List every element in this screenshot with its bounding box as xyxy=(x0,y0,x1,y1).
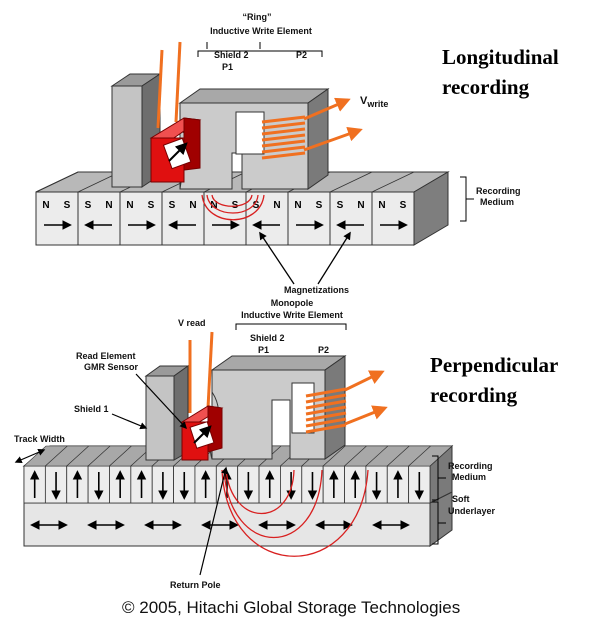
track-width-label: Track Width xyxy=(14,434,65,444)
write-field-lines-top xyxy=(201,194,265,221)
recording-medium-label-top-1: Recording xyxy=(476,186,521,196)
longitudinal-title-1: Longitudinal xyxy=(442,45,559,69)
cell-pole-left: N xyxy=(210,200,217,211)
cell-pole-left: S xyxy=(337,200,344,211)
cell-pole-right: S xyxy=(64,200,71,211)
cell-pole-left: S xyxy=(169,200,176,211)
shield1-plate xyxy=(144,365,190,461)
soft-underlayer-label-1: Soft xyxy=(452,494,470,504)
v-write-sub: write xyxy=(367,99,389,110)
p2-label-top: P2 xyxy=(296,50,308,60)
monopole-label-1: Monopole xyxy=(270,298,314,308)
perpendicular-cell xyxy=(343,445,389,504)
magnetization-pointers xyxy=(259,231,351,285)
gmr-sensor-top xyxy=(149,41,202,183)
cell-pole-left: N xyxy=(378,200,385,211)
perpendicular-cell xyxy=(87,445,133,504)
soft-underlayer-label-2: Underlayer xyxy=(448,506,496,516)
medium-bracket-bottom xyxy=(432,455,446,501)
v-read-label: V read xyxy=(178,318,206,328)
gmr-sensor-bottom xyxy=(180,331,224,461)
perpendicular-cell xyxy=(65,445,111,504)
recording-medium-label-bottom-2: Medium xyxy=(452,472,487,482)
shield2-label-bottom: Shield 2 xyxy=(250,333,285,343)
recording-medium-bracket xyxy=(460,176,474,222)
ring-bracket xyxy=(197,50,323,57)
p1-label-top: P1 xyxy=(222,62,234,72)
label-pointers-bottom xyxy=(14,373,229,576)
v-write-v: V xyxy=(360,95,368,107)
perp-coil xyxy=(305,370,388,434)
p2-label-bottom: P2 xyxy=(318,345,330,355)
perpendicular-cell xyxy=(108,445,154,504)
cell-pole-left: S xyxy=(85,200,92,211)
cell-pole-left: N xyxy=(42,200,49,211)
underlayer-bracket xyxy=(432,501,446,545)
perpendicular-cell xyxy=(386,445,432,504)
monopole-label-2: Inductive Write Element xyxy=(241,310,343,320)
p1-label-bottom: P1 xyxy=(258,345,270,355)
cell-pole-right: N xyxy=(105,200,112,211)
read-element-label-1: Read Element xyxy=(76,351,136,361)
ring-quote-label: “Ring” xyxy=(242,12,272,22)
perpendicular-title-1: Perpendicular xyxy=(430,353,559,377)
perpendicular-cell xyxy=(407,445,453,504)
monopole-bracket xyxy=(235,323,347,330)
magnetizations-label: Magnetizations xyxy=(284,285,350,295)
longitudinal-title-2: recording xyxy=(442,75,530,99)
perpendicular-diagram xyxy=(14,323,454,576)
cell-pole-left: S xyxy=(253,200,260,211)
recording-medium-label-top-2: Medium xyxy=(480,197,515,207)
shield2-label-top: Shield 2 xyxy=(214,50,249,60)
ring-write-head xyxy=(178,88,330,190)
perpendicular-title-2: recording xyxy=(430,383,518,407)
monopole-write-head xyxy=(209,355,347,460)
cell-pole-right: N xyxy=(357,200,364,211)
cell-pole-left: N xyxy=(294,200,301,211)
copyright-text: © 2005, Hitachi Global Storage Technolog… xyxy=(122,598,461,617)
v-write-label: Vwrite xyxy=(360,95,389,110)
perpendicular-cell xyxy=(322,445,368,504)
write-field-lines-bottom xyxy=(221,469,369,557)
cell-pole-left: N xyxy=(126,200,133,211)
perpendicular-cell xyxy=(44,445,90,504)
cell-pole-right: N xyxy=(189,200,196,211)
cell-pole-right: N xyxy=(273,200,280,211)
ring-element-label: Inductive Write Element xyxy=(210,26,312,36)
shield1-label: Shield 1 xyxy=(74,404,109,414)
read-element-label-2: GMR Sensor xyxy=(84,362,139,372)
cell-pole-right: S xyxy=(316,200,323,211)
return-pole-label: Return Pole xyxy=(170,580,221,590)
recording-medium-label-bottom-1: Recording xyxy=(448,461,493,471)
cell-pole-right: S xyxy=(148,200,155,211)
write-coil xyxy=(261,97,363,160)
cell-pole-right: S xyxy=(400,200,407,211)
